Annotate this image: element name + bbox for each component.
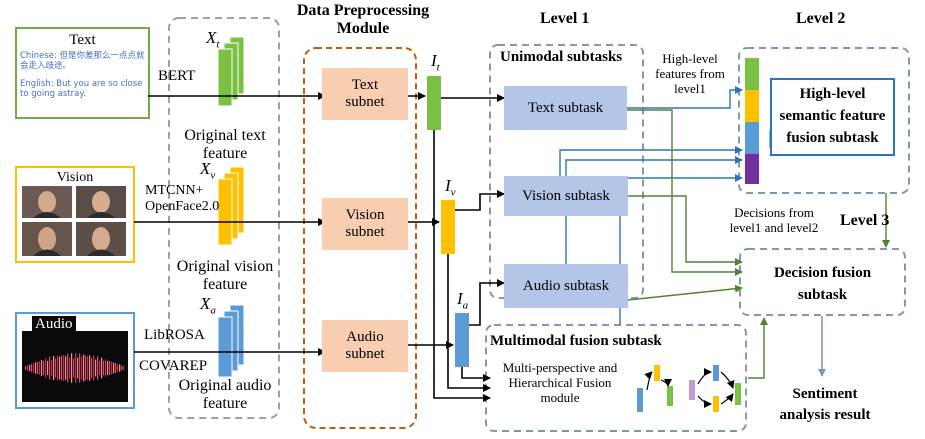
result-arrows [769, 130, 826, 377]
text-extractor-label: BERT [158, 68, 196, 84]
vision-subtask: Vision subtask [504, 176, 628, 216]
audio-waveform [22, 331, 128, 402]
text-feature-stack [217, 36, 245, 107]
audio-feature-symbol: Xa [200, 294, 216, 317]
text-intermediate-symbol: It [431, 51, 440, 74]
audio-extractor-covarep: COVAREP [139, 358, 208, 374]
data-flow-arrows [134, 92, 505, 402]
vision-input-title: Vision [56, 170, 94, 185]
level2-fusion-bar [745, 58, 759, 184]
decision-arrows [627, 109, 890, 379]
text-intermediate-feature [427, 76, 441, 130]
level3-group [739, 248, 906, 316]
audio-feature-stack [217, 304, 245, 378]
text-feature-symbol: Xt [206, 28, 220, 51]
audio-intermediate-symbol: Ia [457, 289, 469, 312]
level2-group [738, 47, 910, 194]
vision-feature-symbol: Xv [200, 159, 216, 182]
audio-intermediate-feature [455, 313, 469, 367]
fusion-module-icon [637, 365, 741, 412]
vision-intermediate-symbol: Iv [445, 176, 456, 199]
audio-extractor-librosa: LibROSA [144, 327, 205, 343]
text-input-english: English: But you are so close to going a… [20, 79, 143, 99]
text-input-chinese: Chinese: 但是你差那么一点点就会走入歧途。 [20, 51, 145, 71]
level3-label: Level 3 [840, 212, 890, 229]
vision-feature-stack [217, 166, 245, 246]
vision-face-images [22, 186, 126, 256]
vision-intermediate-feature [441, 200, 455, 254]
text-input-panel [15, 27, 150, 119]
text-subtask: Text subtask [504, 86, 627, 130]
preprocessing-module-border [303, 47, 417, 429]
text-input-title: Text [69, 32, 96, 48]
unimodal-subtasks-title: Unimodal subtasks [500, 49, 623, 65]
level2-label: Level 2 [796, 10, 846, 27]
original-feature-group [168, 17, 280, 419]
level1-label: Level 1 [540, 10, 590, 27]
vision-extractor-label: MTCNN+OpenFace2.0 [145, 183, 220, 215]
unimodal-subtasks-group [489, 44, 644, 299]
audio-input-title: Audio [32, 316, 76, 334]
multimodal-fusion-title: Multimodal fusion subtask [490, 333, 662, 349]
audio-subtask: Audio subtask [504, 264, 628, 308]
